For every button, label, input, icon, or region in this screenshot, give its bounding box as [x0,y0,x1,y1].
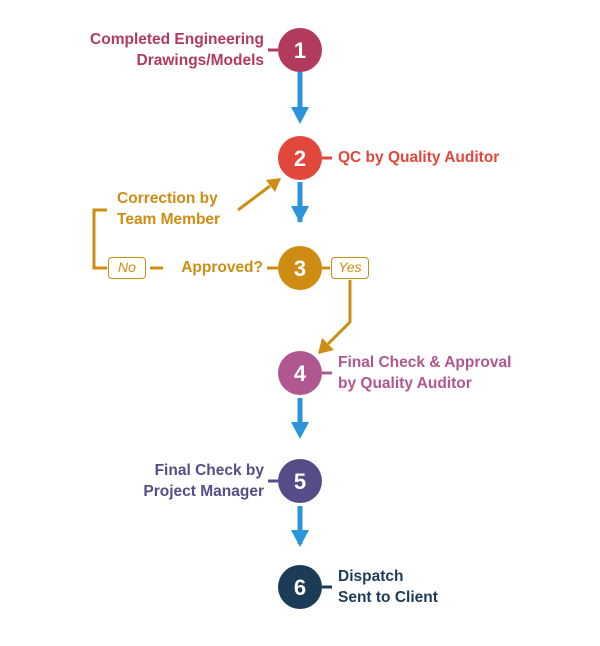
step-5-label: Final Check by Project Manager [143,460,264,502]
step-3-number: 3 [294,256,306,281]
step-2-number: 2 [294,146,306,171]
step-5-label-line-2: Project Manager [143,483,264,500]
arrowhead-to-6 [291,530,309,547]
step-1-label-line-1: Completed Engineering [90,31,264,48]
correction-label-line-1: Correction by [117,190,218,207]
step-6-number: 6 [294,575,306,600]
step-1-circle [278,28,322,72]
step-1-number: 1 [294,38,306,63]
no-branch-connector [92,184,271,270]
yes-arrowhead [318,338,334,354]
step-4-label: Final Check & Approval by Quality Audito… [338,352,511,394]
arrowhead-to-2 [291,107,309,124]
correction-arrowhead [266,178,281,192]
yes-branch-tag: Yes [331,257,369,279]
step-3-circle [278,246,322,290]
step-4-circle [278,351,322,395]
correction-label-line-2: Team Member [117,211,221,228]
step-3-label: Approved? [181,257,263,278]
spine-arrowheads [291,107,309,547]
step-5-label-line-1: Final Check by [154,462,264,479]
step-3-label-line-1: Approved? [181,259,263,276]
step-6-label-line-1: Dispatch [338,568,404,585]
step-6-label-line-2: Sent to Client [338,589,438,606]
step-6-label: Dispatch Sent to Client [338,566,438,608]
step-circles [278,28,322,609]
step-numbers: 1 2 3 4 5 6 [294,38,307,600]
step-5-circle [278,459,322,503]
step-4-label-line-2: by Quality Auditor [338,375,472,392]
step-5-number: 5 [294,469,306,494]
step-2-label: QC by Quality Auditor [338,147,499,168]
correction-label: Correction by Team Member [117,188,220,230]
no-branch-tag: No [108,257,146,279]
step-6-circle [278,565,322,609]
step-4-label-line-1: Final Check & Approval [338,354,512,371]
correction-arrow [237,184,271,212]
step-2-label-line-1: QC by Quality Auditor [338,149,500,166]
label-ticks [267,48,332,589]
arrowhead-to-5 [291,422,309,439]
arrowhead-to-3 [291,206,309,223]
step-1-label-line-2: Drawings/Models [136,52,264,69]
step-1-label: Completed Engineering Drawings/Models [90,29,264,71]
step-4-number: 4 [294,361,307,386]
yes-branch-connector [326,280,352,346]
step-2-circle [278,136,322,180]
